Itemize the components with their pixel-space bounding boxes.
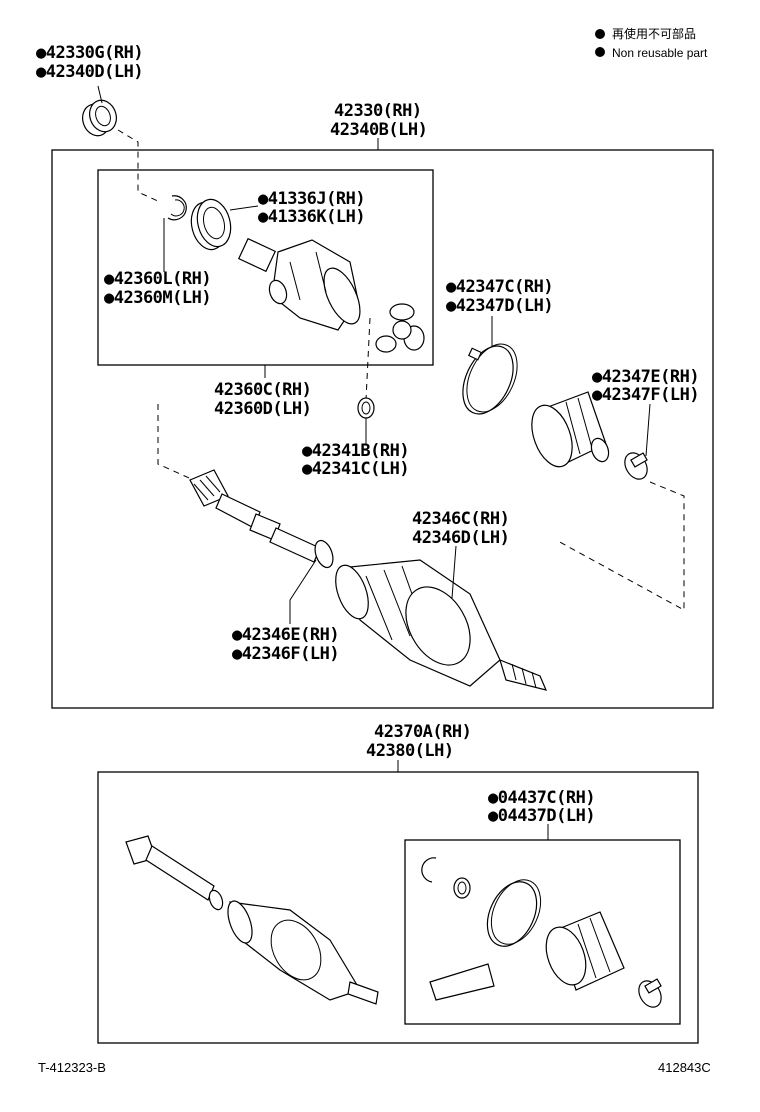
label-42346d: 42346D(LH) — [412, 528, 509, 548]
legend-en: Non reusable part — [612, 46, 708, 60]
part-ring — [357, 397, 375, 445]
part-kit-boot — [545, 911, 625, 991]
part-tripod-housing — [237, 237, 361, 331]
label-42341b: ●42341B(RH) — [302, 441, 409, 461]
part-drive-shaft — [189, 469, 334, 569]
dashed-guide — [117, 129, 161, 203]
footer-right-code: 412843C — [658, 1060, 711, 1075]
part-42330g-cap — [82, 85, 117, 137]
label-42360d: 42360D(LH) — [214, 399, 311, 419]
dashed-guide — [555, 481, 685, 611]
legend-jp: 再使用不可部品 — [612, 26, 696, 41]
dashed-guide — [365, 317, 371, 401]
part-boot — [531, 391, 610, 468]
label-42347e: ●42347E(RH) — [592, 367, 699, 387]
part-snap-ring — [163, 195, 187, 272]
main-assembly-box — [51, 149, 714, 709]
part-kit-clamp-small — [638, 978, 662, 1008]
leader-line — [451, 545, 457, 599]
part-kit-ring — [453, 877, 471, 899]
part-outboard-joint — [335, 559, 548, 691]
label-42347c: ●42347C(RH) — [446, 277, 553, 297]
assembly-box — [97, 771, 699, 1044]
dashed-guide — [157, 404, 199, 483]
part-boot-clamp-large — [462, 316, 518, 415]
label-42340b: 42340B(LH) — [330, 120, 427, 140]
part-boot-clamp-small — [624, 403, 651, 480]
part-seal — [190, 198, 259, 251]
label-42347d: ●42347D(LH) — [446, 296, 553, 316]
boot-kit-box — [404, 839, 681, 1025]
label-42346f: ●42346F(LH) — [232, 644, 339, 664]
legend: 再使用不可部品 Non reusable part — [595, 26, 708, 60]
legend-dot — [595, 47, 605, 57]
label-42346c: 42346C(RH) — [412, 509, 509, 529]
label-42360m: ●42360M(LH) — [104, 288, 211, 308]
part-kit-snap-ring — [421, 857, 437, 883]
label-41336k: ●41336K(LH) — [258, 207, 365, 227]
label-42370a: 42370A(RH) — [374, 722, 471, 742]
label-42341c: ●42341C(LH) — [302, 459, 409, 479]
legend-dot — [595, 29, 605, 39]
footer-left-code: T-412323-B — [38, 1060, 106, 1075]
part-tripod-spider — [375, 303, 425, 353]
part-kit-clamp-large — [486, 879, 542, 947]
label-42360c: 42360C(RH) — [214, 380, 311, 400]
label-42346e: ●42346E(RH) — [232, 625, 339, 645]
label-42330: 42330(RH) — [334, 101, 422, 121]
label-42347f: ●42347F(LH) — [592, 385, 699, 405]
label-04437d: ●04437D(LH) — [488, 806, 595, 826]
label-42360l: ●42360L(RH) — [104, 269, 211, 289]
part-drive-shaft-assembly — [125, 835, 379, 1005]
label-04437c: ●04437C(RH) — [488, 788, 595, 808]
part-kit-grease-pack — [429, 963, 495, 1001]
label-42380: 42380(LH) — [366, 741, 454, 761]
label-41336j: ●41336J(RH) — [258, 189, 365, 209]
label-42330g: ●42330G(RH) — [36, 43, 143, 63]
leader-line — [289, 559, 317, 624]
label-42340d: ●42340D(LH) — [36, 62, 143, 82]
